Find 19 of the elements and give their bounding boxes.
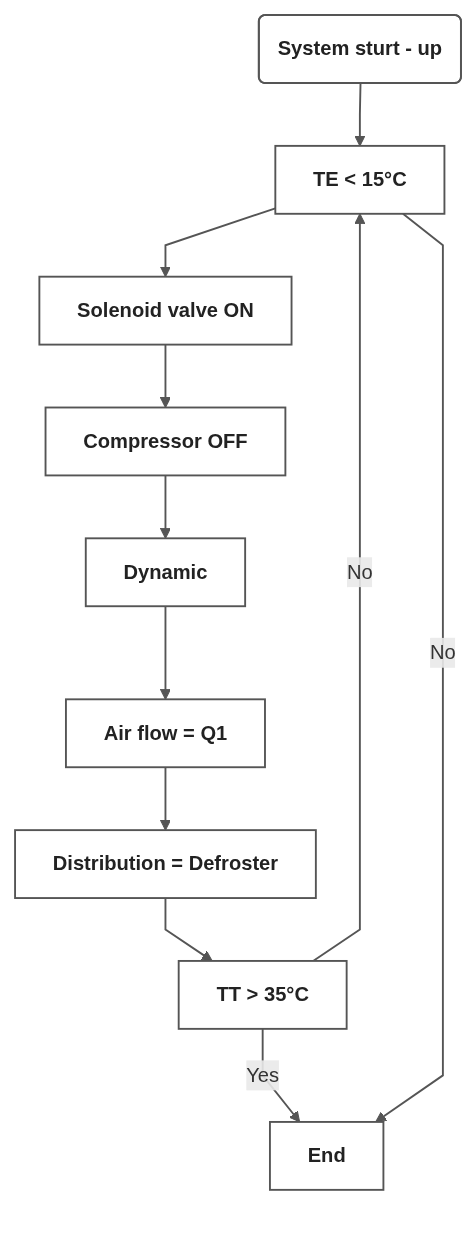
node-box: Compressor OFF	[44, 406, 287, 477]
arrow	[159, 605, 171, 700]
arrow	[159, 766, 171, 831]
arrow	[164, 897, 213, 962]
edge-label: No	[430, 641, 456, 663]
arrow	[312, 213, 366, 962]
node-box: Air flow = Q1	[65, 698, 266, 769]
node-box: Dynamic	[84, 537, 247, 608]
arrow	[375, 212, 444, 1123]
arrow	[354, 82, 366, 147]
node-box: TT > 35°C	[177, 960, 348, 1030]
node-box: End	[269, 1121, 385, 1191]
node-box: Distribution = Defroster	[14, 829, 317, 899]
node-box: TE < 15°C	[274, 144, 446, 215]
node-box: Solenoid valve ON	[38, 275, 293, 346]
edge-label: Yes	[246, 1064, 280, 1086]
arrow	[159, 343, 171, 408]
arrow	[159, 474, 171, 539]
edge-label: No	[347, 560, 373, 583]
